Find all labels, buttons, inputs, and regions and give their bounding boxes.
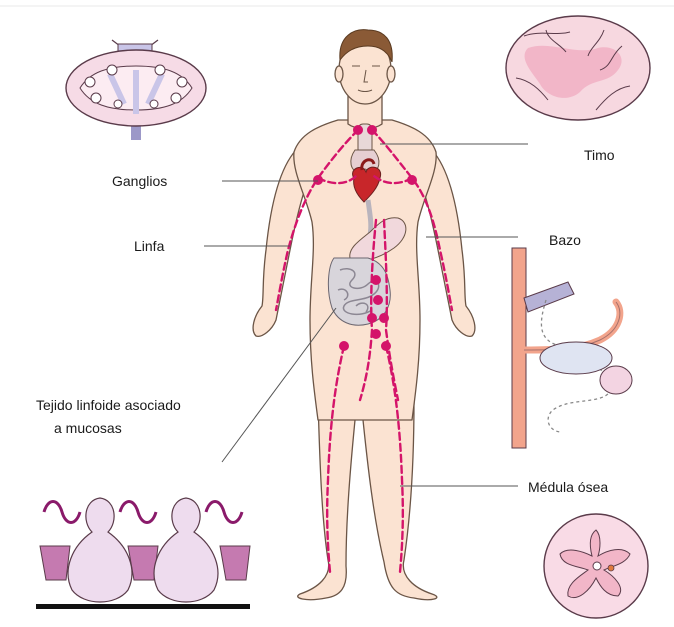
label-ganglios: Ganglios (112, 172, 167, 190)
spleen-illustration (512, 248, 632, 448)
label-medula: Médula ósea (528, 478, 608, 496)
esophagus (368, 200, 371, 235)
label-timo: Timo (584, 146, 615, 164)
bone-marrow-illustration (544, 514, 648, 618)
label-tejido-line2: a mucosas (54, 419, 122, 437)
label-bazo: Bazo (549, 231, 581, 249)
mucosa-illustration (36, 498, 250, 609)
label-tejido-line1: Tejido linfoide asociado (36, 396, 181, 414)
label-linfa: Linfa (134, 237, 164, 255)
lymph-node-illustration (66, 40, 206, 140)
thymus-illustration (506, 16, 650, 120)
